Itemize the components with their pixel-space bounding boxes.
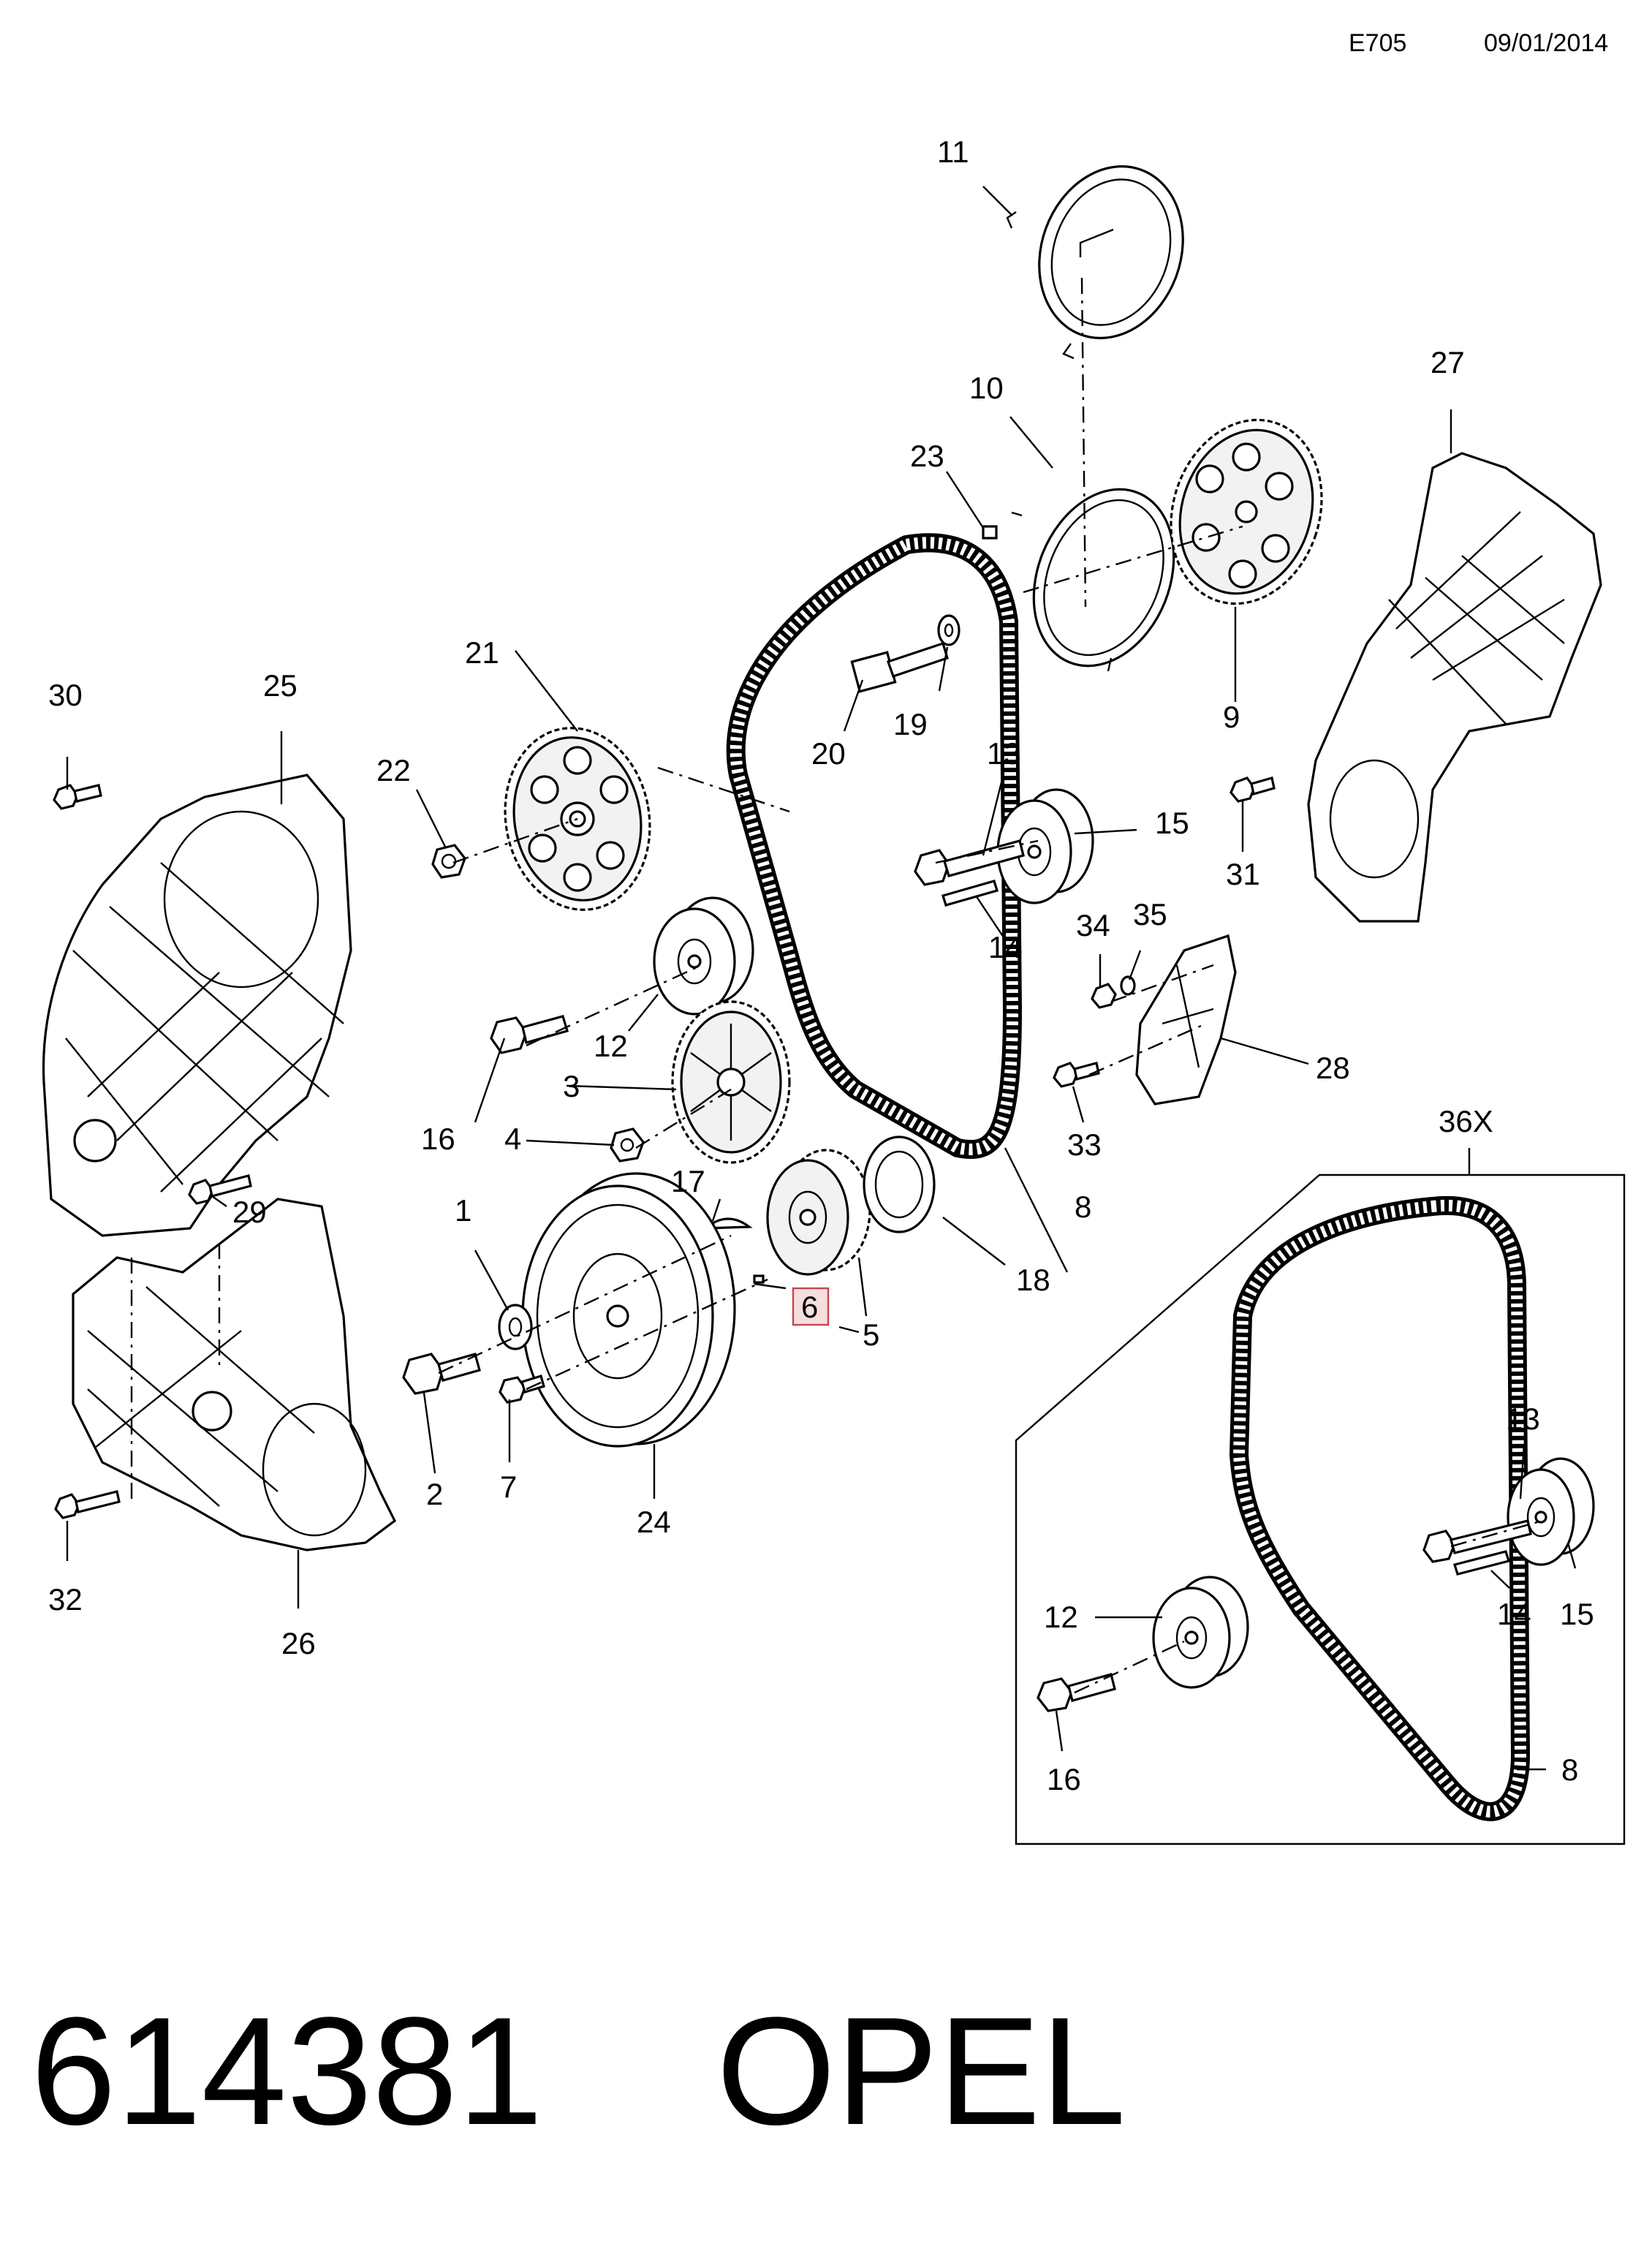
part-33-bolt: [1053, 1062, 1100, 1088]
part-34-nut: [1091, 983, 1117, 1009]
callout-8: 8: [1075, 1190, 1091, 1224]
part-26-lower-timing-cover: [72, 1198, 397, 1551]
part-30-bolt: [53, 784, 102, 810]
callout-27: 27: [1431, 345, 1465, 379]
part-20-bolt: [850, 641, 949, 693]
callout-1: 1: [455, 1193, 471, 1228]
kit-pin: [1452, 1550, 1511, 1576]
part-23-screw: [982, 525, 998, 540]
callout-17: 17: [671, 1164, 705, 1198]
part-29-bolt: [188, 1174, 252, 1205]
kit-timing-belt: [1229, 1195, 1530, 1821]
callout-28: 28: [1316, 1051, 1350, 1085]
kit-callout-8: 8: [1561, 1753, 1578, 1787]
callout-24: 24: [637, 1505, 671, 1539]
part-3-pump-sprocket: [671, 1000, 791, 1164]
part-number: 614381: [31, 1985, 543, 2157]
callout-20: 20: [811, 736, 846, 771]
part-11-cover-plate: [1006, 165, 1184, 360]
diagram-date: 09/01/2014: [1484, 29, 1608, 57]
callout-3: 3: [563, 1069, 580, 1103]
part-24-crankshaft-pulley: [521, 1172, 736, 1448]
callout-31: 31: [1226, 857, 1260, 891]
callout-26: 26: [281, 1626, 316, 1660]
part-14-pin: [941, 880, 999, 907]
callout-23: 23: [910, 439, 944, 473]
callout-35: 35: [1133, 897, 1167, 931]
part-32-bolt: [54, 1490, 121, 1519]
kit-callout-15: 15: [1560, 1597, 1594, 1631]
callout-32: 32: [48, 1582, 83, 1617]
callout-22: 22: [376, 753, 411, 787]
callout-16: 16: [421, 1122, 455, 1156]
part-7-bolt: [499, 1374, 545, 1404]
callout-10: 10: [969, 371, 1004, 405]
part-8-timing-belt: [726, 533, 1022, 1160]
callout-29: 29: [232, 1195, 267, 1229]
part-4-nut: [610, 1127, 645, 1163]
callout-30: 30: [48, 678, 83, 712]
kit-tensioner-bolt: [1422, 1519, 1532, 1563]
part-12-idler-pulley: [653, 896, 754, 1016]
kit-callout-14: 14: [1497, 1597, 1531, 1631]
kit-callout-13: 13: [1506, 1402, 1540, 1436]
callout-12: 12: [594, 1029, 628, 1063]
kit-callout-16: 16: [1047, 1762, 1081, 1796]
diagram-code: E705: [1349, 29, 1406, 57]
kit-idler-bolt: [1037, 1673, 1116, 1712]
part-10-retaining-ring: [1011, 488, 1175, 672]
callout-13: 13: [987, 736, 1021, 771]
kit-idler-pulley: [1152, 1576, 1249, 1689]
brand-name: OPEL: [716, 1985, 1126, 2157]
callout-33: 33: [1067, 1127, 1102, 1162]
part-16-bolt: [490, 1015, 569, 1054]
part-35-washer: [1120, 975, 1136, 996]
callout-9: 9: [1223, 700, 1240, 734]
callout-labels: 11 10 23 27 9 21 25 30 22 20 19 13 15 14…: [48, 135, 1465, 1660]
part-9-camshaft-sprocket: [1170, 418, 1323, 605]
callout-7: 7: [500, 1470, 517, 1504]
callout-6: 6: [801, 1290, 818, 1324]
part-2-bolt: [402, 1353, 481, 1395]
part-13-bolt: [914, 839, 1025, 886]
kit-inset-36x: 36X: [1015, 1104, 1626, 1845]
part-31-bolt: [1229, 776, 1276, 803]
part-27-rear-timing-cover: [1307, 452, 1602, 923]
callout-18: 18: [1016, 1263, 1050, 1297]
kit-label: 36X: [1439, 1104, 1493, 1138]
callout-11: 11: [937, 135, 969, 169]
callout-14: 14: [988, 930, 1023, 964]
part-15-tensioner-pulley: [996, 788, 1094, 904]
part-6-pin: [753, 1274, 765, 1284]
leader-lines: [66, 186, 1452, 1609]
part-18-seal: [863, 1135, 936, 1233]
callout-34: 34: [1076, 908, 1110, 942]
callout-15: 15: [1155, 806, 1189, 840]
part-25-upper-timing-cover: [42, 774, 352, 1237]
kit-callout-12: 12: [1044, 1600, 1078, 1634]
part-22-nut: [431, 844, 466, 879]
part-5-crankshaft-sprocket: [766, 1149, 871, 1276]
callout-2: 2: [426, 1477, 443, 1511]
kit-tensioner-pulley: [1507, 1457, 1595, 1566]
callout-4: 4: [504, 1122, 521, 1156]
part-1-washer: [498, 1304, 533, 1350]
kit-inset-frame: [1015, 1173, 1626, 1845]
callout-5: 5: [863, 1318, 879, 1352]
callout-25: 25: [263, 668, 298, 703]
callout-21: 21: [465, 635, 499, 670]
callout-19: 19: [893, 707, 928, 741]
callout-6-highlight[interactable]: [792, 1287, 830, 1326]
part-28-bracket: [1135, 934, 1237, 1105]
alignment-axes: [130, 277, 1243, 1499]
part-19-washer: [937, 614, 960, 646]
